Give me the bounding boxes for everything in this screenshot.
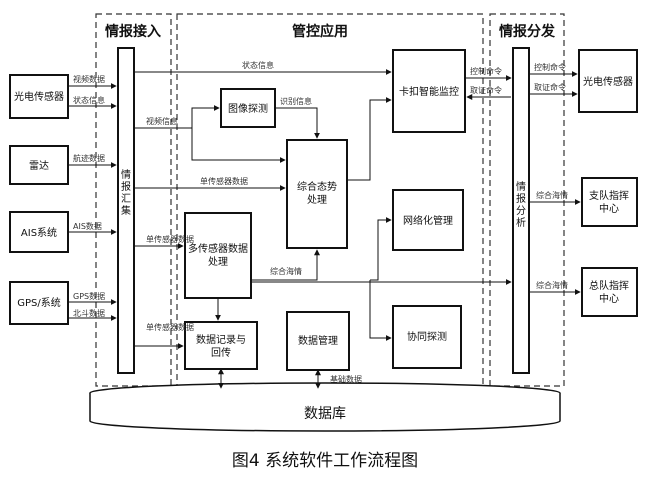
analysis-char-3: 分 [516, 205, 526, 217]
aggregate-char-3: 汇 [121, 192, 131, 205]
ais-label: AIS系统 [21, 226, 57, 239]
aggregate-char-4: 集 [121, 204, 131, 217]
situation-label-1: 综合态势 [297, 180, 337, 193]
figure-caption: 图4 系统软件工作流程图 [232, 451, 418, 471]
label-single-sensor-2: 单传感器数据 [146, 322, 194, 332]
analysis-bar [512, 47, 530, 374]
hq-center-label-2: 中心 [599, 292, 619, 305]
hq-center-box [581, 267, 638, 317]
checkpoint-label: 卡扣智能监控 [399, 85, 459, 98]
optical-sensor-output-label: 光电传感器 [583, 75, 633, 88]
section-title-distribute: 情报分发 [499, 23, 556, 40]
label-fusion-track: 综合海情 [270, 266, 302, 276]
branch-center-box [581, 177, 638, 227]
section-title-ingest: 情报接入 [105, 23, 161, 40]
radar-label: 雷达 [29, 160, 49, 172]
ais-box [9, 211, 69, 253]
data-mgmt-label: 数据管理 [298, 334, 338, 347]
grid-mgmt-box [392, 189, 464, 251]
label-recognition: 识别信息 [280, 96, 312, 106]
multi-sensor-box [184, 212, 252, 299]
label-video-info: 视频信息 [146, 116, 178, 126]
optical-sensor-input-box [9, 74, 69, 119]
checkpoint-box [392, 49, 466, 133]
data-mgmt-box [286, 311, 350, 371]
label-fusion-track-branch: 综合海情 [536, 190, 568, 200]
image-detect-box [220, 88, 276, 128]
cooperative-label: 协同探测 [407, 330, 447, 343]
grid-mgmt-label: 网络化管理 [403, 214, 453, 227]
multi-sensor-label-2: 处理 [208, 256, 228, 268]
label-track: 航迹数据 [73, 153, 105, 163]
gps-box [9, 281, 69, 325]
multi-sensor-label-1: 多传感器数据 [188, 242, 248, 255]
ingest-frame [95, 13, 172, 387]
label-ais-data: AIS数据 [73, 221, 102, 231]
database-body [89, 393, 561, 432]
section-title-control: 管控应用 [292, 23, 348, 40]
situation-box [286, 139, 348, 249]
label-single-sensor-1: 单传感器数据 [146, 234, 194, 244]
label-query-cmd-left: 取证命令 [470, 85, 502, 95]
image-detect-label: 图像探测 [228, 102, 268, 115]
optical-sensor-output-box [578, 49, 638, 113]
aggregate-bar [117, 47, 135, 374]
radar-box [9, 145, 69, 185]
cooperative-box [392, 305, 462, 369]
label-control-cmd-right: 控制命令 [534, 62, 566, 72]
record-label-1: 数据记录与 [196, 333, 246, 346]
analysis-char-1: 情 [516, 180, 526, 193]
branch-center-label-2: 中心 [599, 202, 619, 215]
aggregate-char-2: 报 [121, 180, 131, 193]
label-sensor-data: 单传感器数据 [200, 176, 248, 186]
optical-sensor-input-label: 光电传感器 [14, 90, 64, 103]
label-query-cmd-right: 取证命令 [534, 82, 566, 92]
database-label: 数据库 [304, 406, 346, 422]
label-video: 视频数据 [73, 74, 105, 84]
situation-label-2: 处理 [307, 194, 327, 206]
label-beidou: 北斗数据 [73, 308, 105, 318]
label-base-data: 基础数据 [330, 374, 362, 384]
label-fusion-track-hq: 综合海情 [536, 280, 568, 290]
gps-label: GPS/系统 [17, 296, 61, 309]
label-status-top: 状态信息 [242, 60, 274, 70]
hq-center-label-1: 总队指挥 [589, 279, 629, 292]
record-label-2: 回传 [211, 347, 231, 359]
aggregate-char-1: 情 [121, 168, 131, 181]
distribute-frame [489, 13, 565, 387]
label-gps-data: GPS数据 [73, 291, 105, 301]
label-status-info: 状态信息 [73, 95, 105, 105]
branch-center-label-1: 支队指挥 [589, 189, 629, 202]
label-control-cmd-left: 控制命令 [470, 66, 502, 76]
analysis-char-2: 报 [516, 192, 526, 205]
analysis-char-4: 析 [516, 216, 526, 229]
